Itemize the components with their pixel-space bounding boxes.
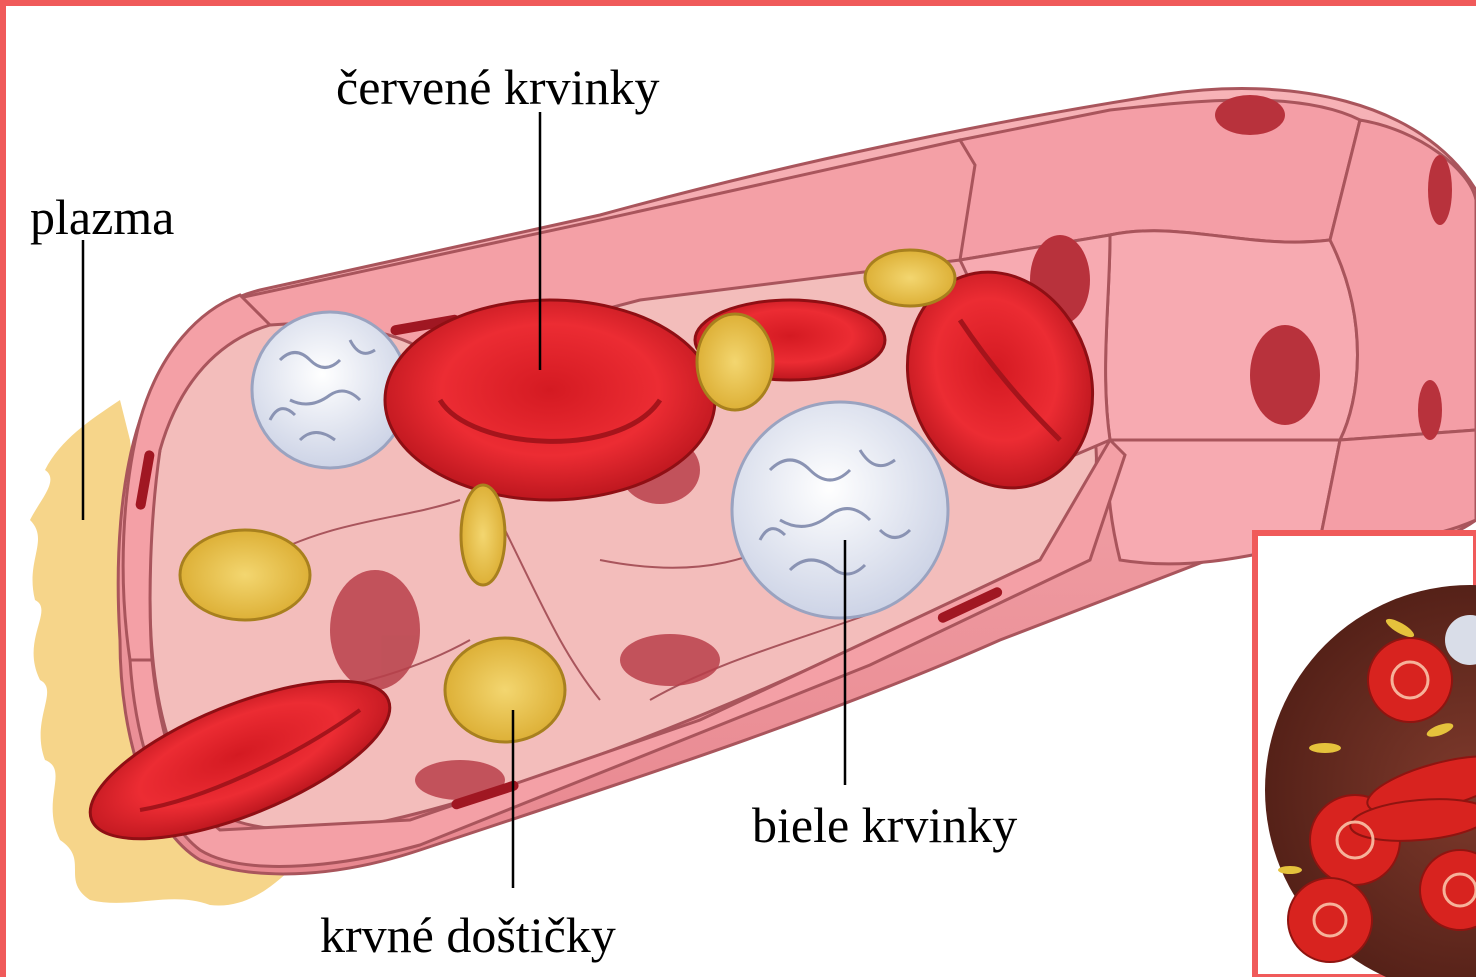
label-red-blood-cells: červené krvinky bbox=[336, 62, 659, 112]
red-blood-cell-main bbox=[385, 300, 715, 500]
label-platelets: krvné doštičky bbox=[320, 910, 616, 960]
white-blood-cell-large bbox=[732, 402, 948, 618]
label-plasma: plazma bbox=[30, 192, 174, 242]
micrograph-inset bbox=[1255, 533, 1476, 977]
label-white-blood-cells: biele krvinky bbox=[752, 800, 1017, 850]
